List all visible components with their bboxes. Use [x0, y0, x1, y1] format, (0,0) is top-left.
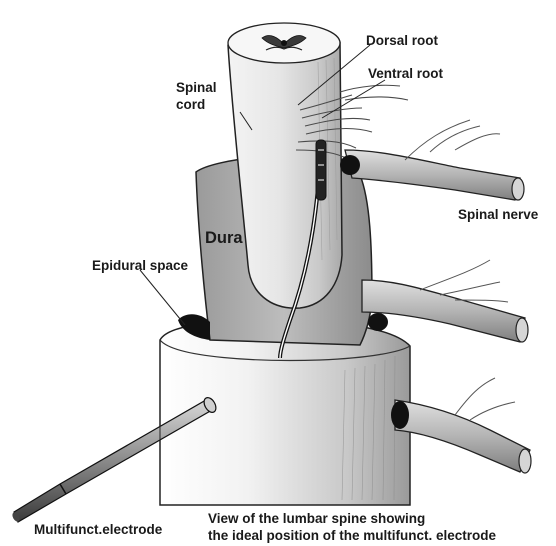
figure-caption: View of the lumbar spine showing the ide…: [208, 510, 496, 544]
label-dura: Dura: [205, 230, 243, 246]
label-multifunct-electrode: Multifunct.electrode: [34, 522, 162, 538]
label-spinal-cord-line2: cord: [176, 97, 205, 113]
label-dorsal-root: Dorsal root: [366, 33, 438, 49]
label-spinal-nerve: Spinal nerve: [458, 207, 538, 223]
label-spinal-cord-line1: Spinal: [176, 80, 217, 96]
lower-spinal-nerve: [391, 378, 531, 473]
label-ventral-root: Ventral root: [368, 66, 443, 82]
caption-line-1: View of the lumbar spine showing: [208, 510, 496, 527]
caption-line-2: the ideal position of the multifunct. el…: [208, 527, 496, 544]
upper-spinal-nerve: [340, 120, 524, 200]
label-epidural-space: Epidural space: [92, 258, 188, 274]
middle-spinal-nerve: [362, 260, 528, 342]
